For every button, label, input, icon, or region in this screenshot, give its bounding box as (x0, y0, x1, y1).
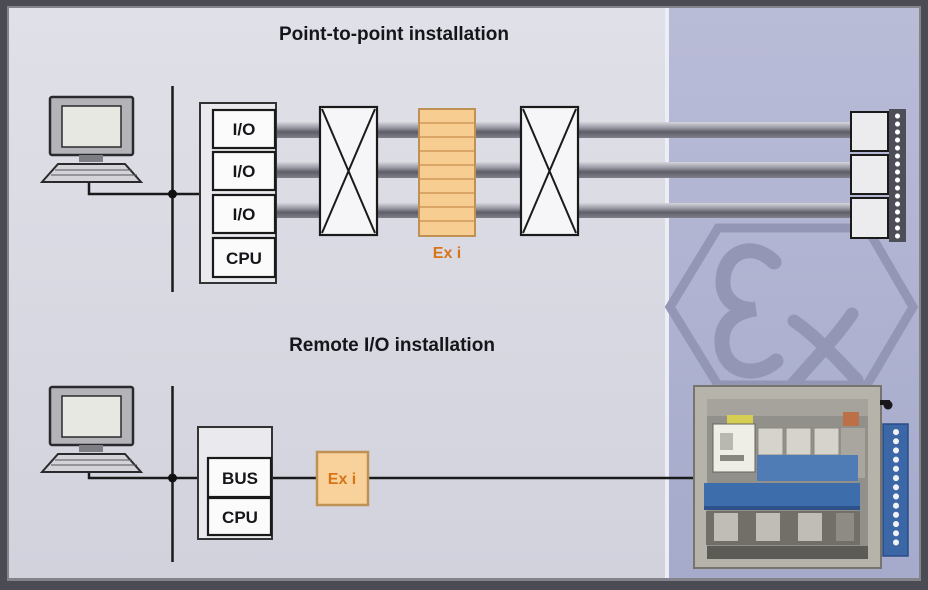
module-detail (720, 455, 744, 461)
controller-rack-top: I/O I/O I/O CPU (199, 102, 277, 284)
field-terminal-blocks (850, 109, 906, 242)
cabinet-bottom-shadow (707, 546, 868, 559)
terminal-block-2 (850, 154, 889, 195)
controller-rack-bottom: BUS CPU (197, 426, 273, 540)
rack-slot-label: CPU (222, 508, 258, 527)
rack-slot-cpu (206, 496, 273, 537)
pc-network-wire-bottom (87, 472, 198, 480)
exi-barrier-box: Ex i (315, 450, 370, 507)
top-section-title: Point-to-point installation (279, 24, 509, 45)
terminal-block-3 (850, 197, 889, 239)
computer-icon-bottom (40, 385, 143, 474)
rack-slot-bus (206, 456, 273, 499)
rack-slot-label: I/O (233, 162, 256, 181)
ex-x-glyph-stroke2 (786, 307, 859, 391)
cabinet-power-module (712, 423, 756, 473)
terminal-dot-strip-bg (889, 109, 906, 242)
cabinet-gland-neck (880, 400, 890, 405)
terminal-block-1 (850, 111, 889, 152)
computer-icon-top (40, 95, 143, 184)
cabinet-top-panel (707, 399, 868, 416)
exi-label-top: Ex i (433, 245, 461, 262)
bottom-module (798, 513, 822, 541)
blue-terminal-edge (704, 506, 860, 510)
rack-slot-label: I/O (233, 205, 256, 224)
module-detail (720, 433, 733, 450)
rack-slot-io-2 (211, 150, 277, 192)
bottom-section-title: Remote I/O installation (289, 335, 495, 356)
exi-label-bottom: Ex i (328, 471, 356, 488)
bottom-module (836, 513, 854, 541)
rack-slot-label: BUS (222, 469, 258, 488)
ex-epsilon-glyph (714, 243, 784, 379)
rack-slot-io-1 (211, 108, 277, 150)
marshalling-x-block-right (519, 105, 580, 237)
exi-barrier-strip: Ex i (418, 108, 476, 262)
pc-network-wire-top (87, 182, 201, 196)
rack-slot-label: I/O (233, 120, 256, 139)
network-junction-dot-top (168, 189, 177, 199)
rack-slot-label: CPU (226, 249, 262, 268)
remote-io-cabinet-photo (693, 385, 909, 569)
cabinet-relay-3 (813, 427, 840, 456)
bottom-module (714, 513, 738, 541)
zone-divider-line (665, 8, 669, 578)
cabinet-blue-terminal-lower (704, 483, 860, 510)
cabinet-yellow-label (727, 415, 753, 425)
barrier-stripes (420, 122, 474, 222)
cabinet-relay-1 (757, 427, 784, 456)
cabinet-orange-part (843, 412, 859, 426)
cabinet-relay-2 (785, 427, 812, 456)
bottom-module (756, 513, 780, 541)
network-junction-dot-bottom (168, 473, 177, 483)
rack-slot-io-3 (211, 193, 277, 235)
rack-slot-cpu (211, 236, 277, 279)
marshalling-x-block-left (318, 105, 379, 237)
barrier-body (418, 108, 476, 237)
barrier-body (315, 450, 370, 507)
cabinet-blue-terminal-upper (757, 455, 858, 481)
